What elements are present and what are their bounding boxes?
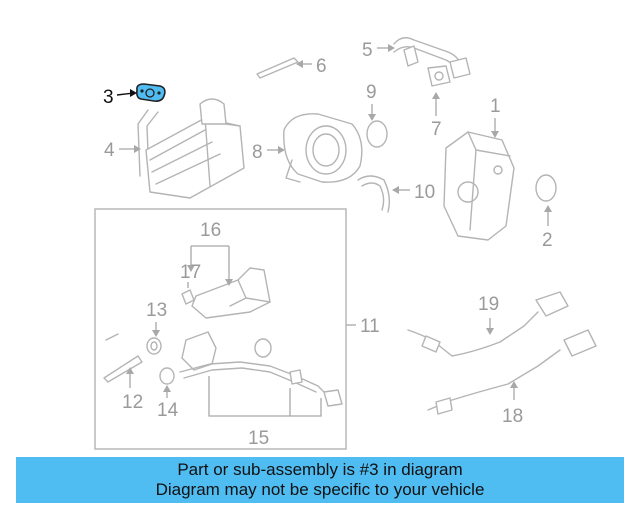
group-box-11: 11 bbox=[94, 208, 380, 450]
callout-7: 7 bbox=[431, 92, 442, 140]
part-13-grommet bbox=[146, 337, 162, 355]
part-18-sensor bbox=[427, 329, 597, 415]
svg-text:14: 14 bbox=[157, 400, 179, 421]
svg-text:9: 9 bbox=[366, 82, 377, 103]
svg-text:17: 17 bbox=[180, 262, 201, 283]
svg-text:18: 18 bbox=[502, 406, 523, 427]
svg-text:6: 6 bbox=[316, 56, 327, 77]
callout-18: 18 bbox=[502, 381, 523, 427]
callout-1: 1 bbox=[490, 96, 501, 138]
part-16-bracket bbox=[191, 267, 271, 319]
part-14-grommet bbox=[159, 367, 175, 385]
banner-line-1: Part or sub-assembly is #3 in diagram bbox=[177, 460, 463, 479]
part-1-egr-valve bbox=[443, 131, 515, 241]
part-4-egr-cooler bbox=[137, 98, 245, 199]
svg-text:13: 13 bbox=[146, 300, 167, 321]
callout-2: 2 bbox=[542, 205, 553, 251]
svg-text:19: 19 bbox=[478, 294, 499, 315]
callout-16: 16 bbox=[187, 220, 233, 286]
part-15-harness bbox=[179, 331, 343, 407]
part-7-gasket bbox=[427, 65, 451, 87]
callout-6: 6 bbox=[296, 56, 327, 77]
svg-text:5: 5 bbox=[362, 40, 373, 61]
svg-text:16: 16 bbox=[200, 220, 221, 241]
svg-text:4: 4 bbox=[104, 140, 115, 161]
part-9-o-ring bbox=[366, 120, 388, 148]
svg-text:8: 8 bbox=[252, 142, 263, 163]
svg-text:3: 3 bbox=[103, 87, 114, 108]
part-17-bolt bbox=[181, 289, 195, 305]
svg-text:11: 11 bbox=[360, 316, 380, 337]
part-12-bracket bbox=[103, 333, 143, 383]
callout-14: 14 bbox=[157, 385, 179, 421]
svg-text:15: 15 bbox=[248, 428, 269, 449]
svg-text:7: 7 bbox=[431, 119, 442, 140]
part-6-strip bbox=[256, 57, 299, 79]
callout-15: 15 bbox=[208, 376, 322, 449]
info-banner: Part or sub-assembly is #3 in diagram Di… bbox=[16, 457, 624, 503]
part-10-clip bbox=[357, 175, 391, 213]
svg-text:10: 10 bbox=[414, 182, 435, 203]
svg-text:12: 12 bbox=[122, 392, 143, 413]
part-5-egr-pipe bbox=[393, 37, 471, 79]
callout-12: 12 bbox=[122, 367, 143, 413]
part-8-throttle-body bbox=[283, 113, 363, 183]
svg-text:2: 2 bbox=[542, 230, 553, 251]
part-19-sensor bbox=[407, 291, 569, 357]
part-2-o-ring bbox=[535, 174, 557, 202]
callout-8: 8 bbox=[252, 142, 285, 163]
callout-17: 17 bbox=[180, 262, 201, 288]
callout-19: 19 bbox=[478, 294, 499, 335]
svg-text:1: 1 bbox=[490, 96, 501, 117]
part-3-gasket[interactable] bbox=[136, 83, 166, 102]
callout-5: 5 bbox=[362, 40, 395, 61]
callout-3[interactable]: 3 bbox=[103, 87, 137, 108]
callout-9: 9 bbox=[366, 82, 377, 121]
callout-13: 13 bbox=[146, 300, 167, 337]
callout-4: 4 bbox=[104, 140, 141, 161]
banner-line-2: Diagram may not be specific to your vehi… bbox=[155, 480, 485, 499]
callout-10: 10 bbox=[392, 182, 435, 203]
